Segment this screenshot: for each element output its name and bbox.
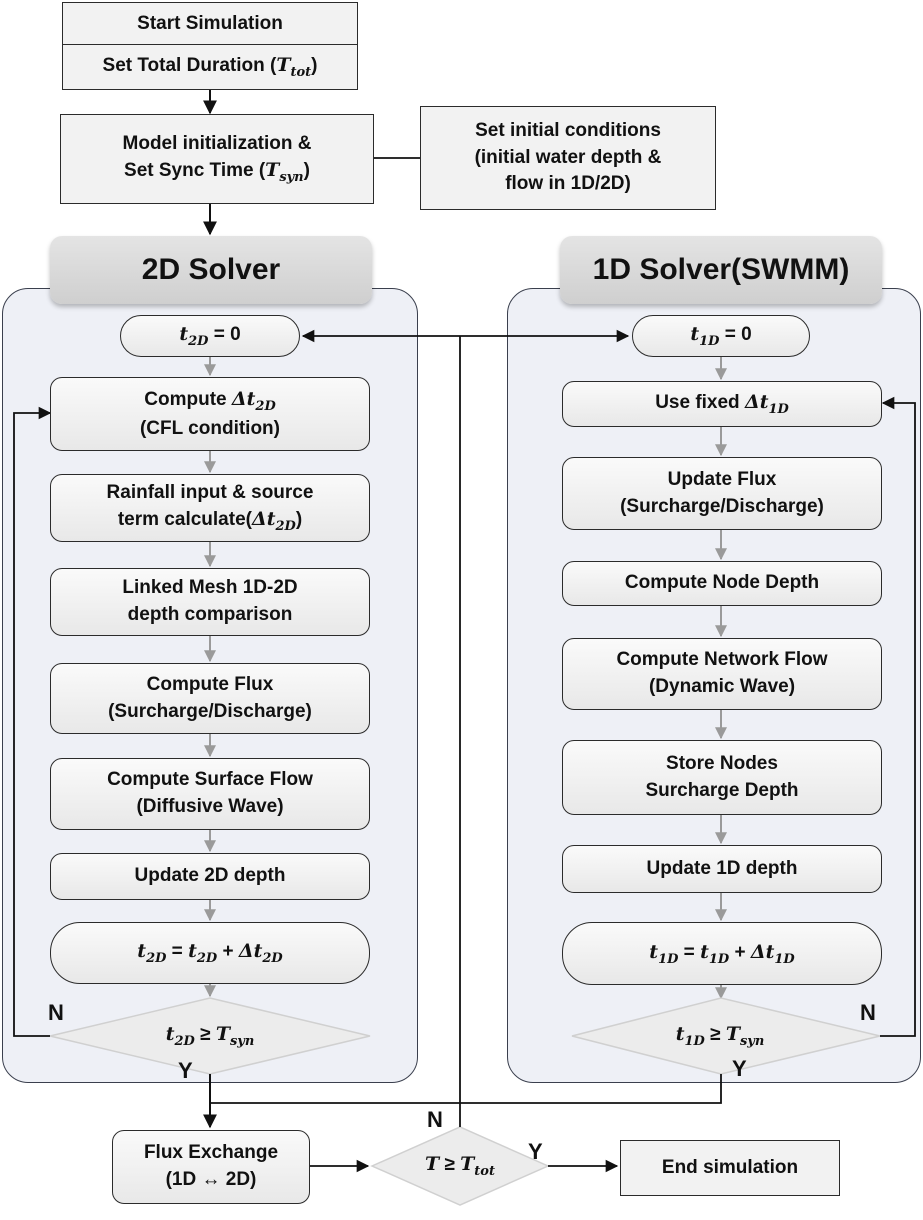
linked-mesh-line1: Linked Mesh 1D-2D [122, 577, 298, 599]
header-1d-label: 1D Solver(SWMM) [592, 253, 850, 286]
start-label: Start Simulation [137, 12, 283, 34]
rainfall-input-box: Rainfall input & source term calculate(Δ… [50, 474, 370, 542]
decision-total-yes-label: Y [528, 1139, 543, 1164]
store-nodes-line2: Surcharge Depth [645, 779, 799, 801]
update-flux-1d-box: Update Flux (Surcharge/Discharge) [562, 457, 882, 530]
start-simulation-box: Start Simulation [62, 2, 358, 46]
t1d-init-box: t1D = 0 [632, 315, 810, 357]
init-cond-line2: (initial water depth & [474, 146, 662, 168]
t2d-init-label: t2D = 0 [179, 323, 241, 349]
rainfall-line2: term calculate(Δt2D) [117, 508, 303, 535]
model-init-box: Model initialization & Set Sync Time (Ts… [60, 114, 374, 204]
t2d-increment-label: t2D = t2D + Δt2D [137, 940, 283, 966]
surface-flow-box: Compute Surface Flow (Diffusive Wave) [50, 758, 370, 830]
line-1d-yes [210, 1074, 722, 1104]
surface-flow-line2: (Diffusive Wave) [136, 796, 284, 817]
decision-total-label: T ≥ Ttot [425, 1153, 495, 1179]
store-nodes-line1: Store Nodes [666, 752, 778, 774]
init-line2: Set Sync Time (Tsyn) [124, 159, 310, 186]
compute-node-depth-box: Compute Node Depth [562, 561, 882, 606]
update-2d-depth-box: Update 2D depth [50, 853, 370, 900]
compute-flux-2d-box: Compute Flux (Surcharge/Discharge) [50, 663, 370, 734]
network-flow-box: Compute Network Flow (Dynamic Wave) [562, 638, 882, 710]
t1d-init-label: t1D = 0 [690, 323, 752, 349]
header-1d-solver: 1D Solver(SWMM) [560, 236, 882, 304]
linked-mesh-line2: depth comparison [127, 604, 293, 625]
update-flux-line1: Update Flux [667, 468, 777, 490]
t2d-increment-box: t2D = t2D + Δt2D [50, 922, 370, 984]
update-1d-depth-label: Update 1D depth [646, 857, 798, 879]
surface-flow-line1: Compute Surface Flow [107, 769, 313, 791]
decision-1d-label: t1D ≥ Tsyn [675, 1023, 765, 1049]
decision-2d-yes-label: Y [178, 1058, 193, 1083]
network-flow-line1: Compute Network Flow [616, 649, 828, 671]
init-cond-line3: flow in 1D/2D) [505, 173, 631, 195]
compute-dt2d-line1: Compute Δt2D [144, 387, 276, 414]
initial-conditions-box: Set initial conditions (initial water de… [420, 106, 716, 210]
compute-node-depth-label: Compute Node Depth [624, 572, 820, 594]
decision-total-no-label: N [427, 1107, 443, 1132]
t1d-increment-label: t1D = t1D + Δt1D [649, 940, 795, 967]
compute-flux-2d-line1: Compute Flux [146, 673, 274, 695]
decision-2d-label: t2D ≥ Tsyn [165, 1023, 255, 1049]
loop-2d-no [13, 406, 52, 1037]
total-duration-label: Set Total Duration (Ttot) [102, 54, 318, 80]
linked-mesh-box: Linked Mesh 1D-2D depth comparison [50, 568, 370, 636]
update-1d-depth-box: Update 1D depth [562, 845, 882, 893]
header-2d-label: 2D Solver [141, 253, 281, 286]
rainfall-line1: Rainfall input & source [106, 481, 314, 503]
end-simulation-label: End simulation [661, 1156, 799, 1178]
decision-2d-no-label: N [48, 1000, 64, 1025]
t2d-init-box: t2D = 0 [120, 315, 300, 357]
flux-exchange-box: Flux Exchange (1D ↔ 2D) [112, 1130, 310, 1204]
header-2d-solver: 2D Solver [50, 236, 372, 304]
compute-dt2d-box: Compute Δt2D (CFL condition) [50, 377, 370, 451]
update-flux-line2: (Surcharge/Discharge) [620, 495, 824, 517]
compute-dt2d-line2: (CFL condition) [139, 417, 280, 439]
init-cond-line1: Set initial conditions [475, 120, 661, 142]
network-flow-line2: (Dynamic Wave) [648, 676, 796, 697]
t1d-increment-box: t1D = t1D + Δt1D [562, 922, 882, 985]
use-fixed-dt1d-label: Use fixed Δt1D [655, 391, 789, 417]
decision-2d-sync [49, 997, 371, 1075]
decision-1d-no-label: N [860, 1000, 876, 1025]
total-duration-box: Set Total Duration (Ttot) [62, 44, 358, 90]
update-2d-depth-label: Update 2D depth [134, 865, 286, 887]
loop-1d-no [880, 396, 916, 1037]
use-fixed-dt1d-box: Use fixed Δt1D [562, 381, 882, 427]
flux-exchange-line1: Flux Exchange [143, 1142, 279, 1164]
decision-1d-yes-label: Y [732, 1056, 747, 1081]
compute-flux-2d-line2: (Surcharge/Discharge) [108, 700, 312, 722]
init-line1: Model initialization & [122, 132, 312, 154]
store-nodes-box: Store Nodes Surcharge Depth [562, 740, 882, 815]
end-simulation-box: End simulation [620, 1140, 840, 1196]
flux-exchange-line2: (1D ↔ 2D) [165, 1169, 257, 1190]
